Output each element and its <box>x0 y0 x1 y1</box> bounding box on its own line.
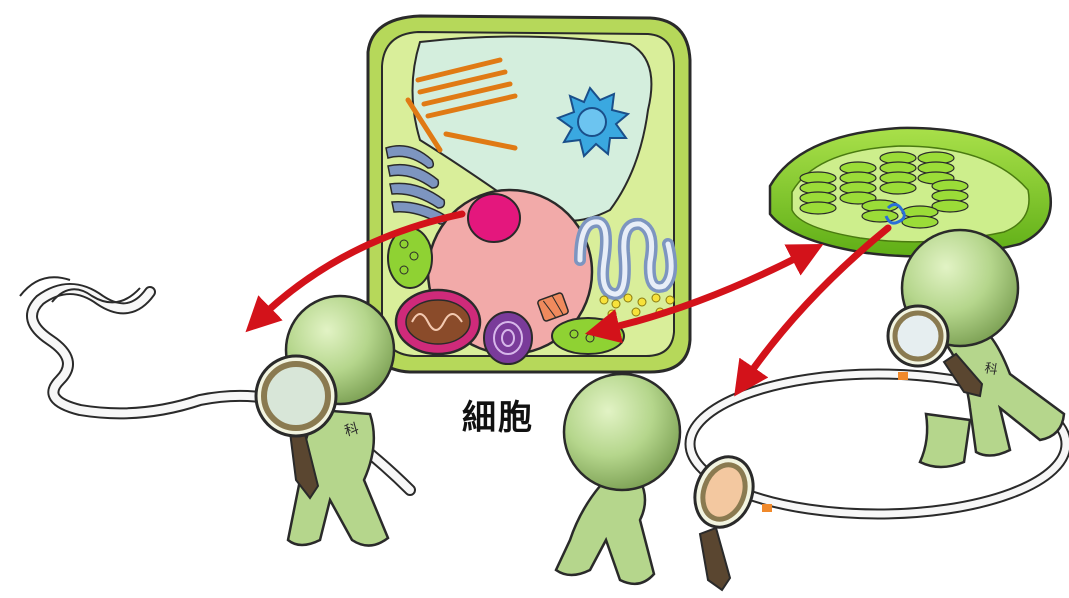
figure-with-magnifier-icon: 科 <box>256 296 394 546</box>
svg-text:科: 科 <box>983 361 998 378</box>
chloroplast-icon <box>770 128 1051 257</box>
nucleolus <box>468 194 520 242</box>
cell-label: 細胞 <box>462 390 534 439</box>
purple-organelle <box>484 312 532 364</box>
mitochondrion <box>396 290 480 354</box>
figure-with-magnifier-icon: 科 <box>888 230 1064 467</box>
figure-with-magnifier-icon <box>556 374 763 590</box>
dna-marker <box>898 372 908 380</box>
dna-marker <box>762 504 772 512</box>
small-chloroplast-right <box>552 318 624 354</box>
